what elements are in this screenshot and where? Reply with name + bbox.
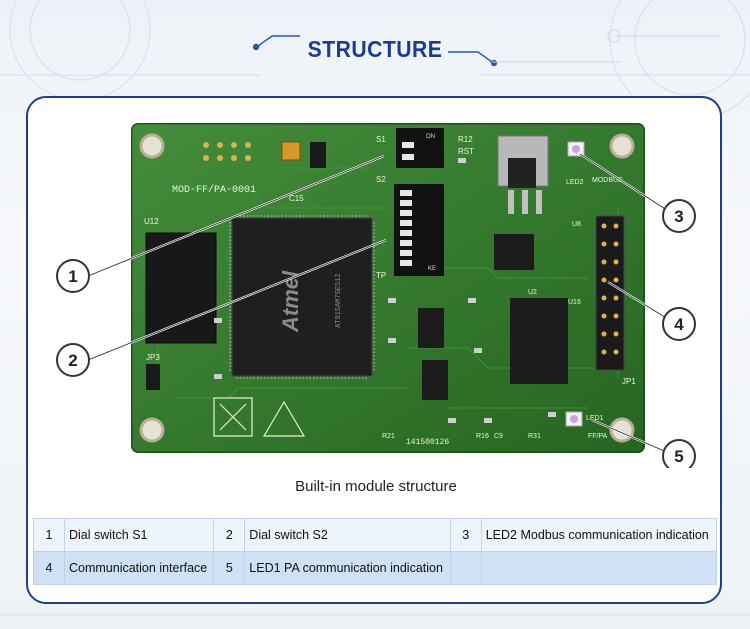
mcu-chip: [231, 217, 373, 377]
figure-caption: Built-in module structure: [295, 478, 457, 495]
svg-text:JP1: JP1: [622, 377, 636, 386]
svg-text:1: 1: [68, 267, 77, 286]
legend-row: 1 Dial switch S1 2 Dial switch S2 3 LED2…: [33, 518, 718, 552]
svg-text:R21: R21: [382, 433, 395, 440]
serial-number: 141500126: [406, 438, 449, 447]
svg-text:5: 5: [674, 447, 683, 466]
svg-text:U8: U8: [572, 221, 581, 228]
svg-text:4: 4: [674, 315, 684, 334]
mcu-part: AT91SAM7SE512: [335, 273, 343, 328]
title-ornament: [252, 29, 720, 67]
regulator-legs: [508, 190, 542, 214]
svg-text:FF/PA: FF/PA: [588, 433, 608, 440]
svg-text:C9: C9: [494, 433, 503, 440]
svg-text:R12: R12: [458, 135, 473, 144]
svg-text:U2: U2: [528, 289, 537, 296]
legend-num: 2: [213, 518, 246, 552]
svg-text:S2: S2: [376, 175, 386, 184]
model-label: MOD-FF/PA-0001: [172, 184, 256, 196]
mcu-pins: [229, 215, 375, 379]
svg-text:C15: C15: [289, 194, 304, 203]
ic-transceiver: [494, 234, 534, 270]
pin-header-top: [203, 142, 251, 161]
legend-label: [480, 551, 718, 585]
callout-1: 1: [56, 259, 90, 293]
jumper-jp3: [146, 364, 160, 390]
callout-4: 4: [662, 307, 696, 341]
callout-5: 5: [662, 439, 696, 473]
page-title: STRUCTURE: [307, 36, 443, 62]
ic-modem: [510, 298, 568, 384]
svg-text:ON: ON: [426, 134, 435, 140]
board-figure: MOD-FF/PA-0001 U12 C15 Atmel AT91SAM7SE5…: [28, 98, 720, 473]
diode: [310, 142, 326, 168]
communication-connector: [595, 215, 625, 371]
svg-text:LED1: LED1: [586, 415, 604, 422]
legend-table: 1 Dial switch S1 2 Dial switch S2 3 LED2…: [33, 518, 718, 585]
svg-text:LED2: LED2: [566, 179, 584, 186]
memory-chip: [145, 232, 217, 344]
svg-text:2: 2: [68, 351, 77, 370]
content-card: MOD-FF/PA-0001 U12 C15 Atmel AT91SAM7SE5…: [26, 96, 722, 604]
svg-text:U12: U12: [144, 217, 159, 226]
legend-num: 4: [33, 551, 65, 585]
pcb-board: MOD-FF/PA-0001 U12 C15 Atmel AT91SAM7SE5…: [56, 123, 696, 473]
legend-label: Communication interface: [63, 551, 215, 585]
svg-text:KE: KE: [428, 266, 436, 272]
dip-s2-levers: [400, 190, 412, 266]
callout-2: 2: [56, 343, 90, 377]
svg-text:3: 3: [674, 207, 683, 226]
legend-label: LED1 PA communication indication: [244, 551, 451, 585]
svg-text:RST: RST: [458, 147, 474, 156]
svg-text:R31: R31: [528, 433, 541, 440]
svg-text:MODBUS: MODBUS: [592, 177, 623, 184]
svg-text:TP: TP: [376, 271, 386, 280]
legend-label: LED2 Modbus communication indication: [480, 518, 718, 552]
esd-symbol: [262, 400, 306, 437]
svg-text:S1: S1: [376, 135, 386, 144]
dip-s1-levers: [402, 142, 414, 160]
passive-components: [214, 158, 556, 423]
header: STRUCTURE: [0, 0, 750, 90]
svg-text:JP3: JP3: [146, 353, 160, 362]
svg-text:R16: R16: [476, 433, 489, 440]
legend-label: Dial switch S2: [244, 518, 451, 552]
svg-text:U16: U16: [568, 299, 581, 306]
legend-num: 3: [449, 518, 482, 552]
weee-symbol: [213, 397, 253, 437]
legend-row: 4 Communication interface 5 LED1 PA comm…: [33, 551, 718, 585]
legend-num: 5: [213, 551, 246, 585]
legend-num: [449, 551, 482, 585]
tantalum-capacitor: [281, 141, 301, 161]
callout-3: 3: [662, 199, 696, 233]
mcu-brand: Atmel: [278, 270, 303, 333]
connector-pins: [601, 223, 619, 355]
legend-num: 1: [33, 518, 65, 552]
legend-label: Dial switch S1: [63, 518, 215, 552]
mounting-holes: [139, 133, 635, 443]
